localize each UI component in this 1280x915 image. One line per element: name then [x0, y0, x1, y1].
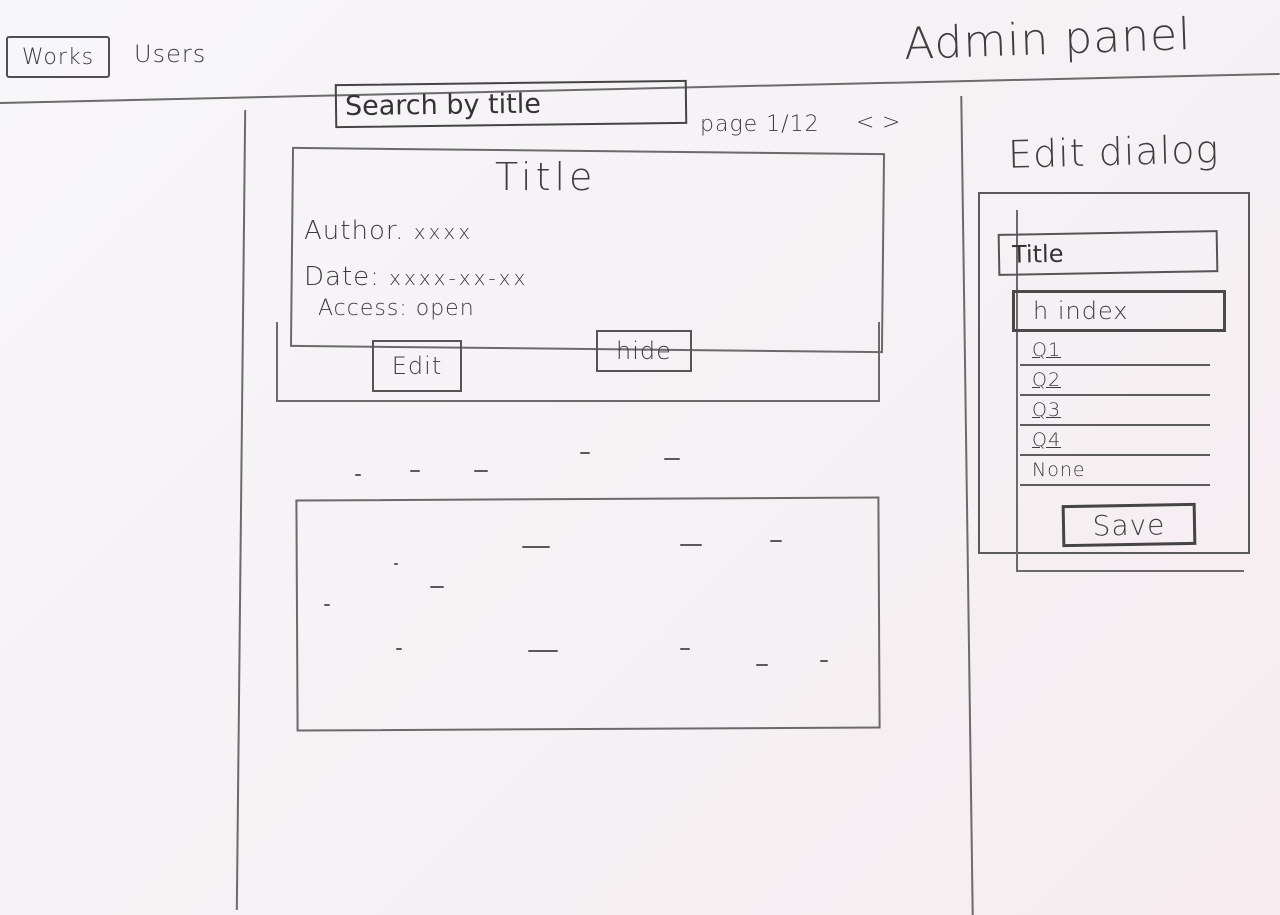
nav-tab-works[interactable]: Works — [6, 36, 110, 78]
work-card-title: Title — [495, 155, 597, 199]
hide-button[interactable]: hide — [596, 330, 692, 372]
option-q3[interactable]: Q3 — [1020, 396, 1210, 426]
pagination-next-button[interactable]: > — [882, 110, 902, 135]
search-input[interactable] — [334, 79, 688, 129]
edit-dialog-shadow — [1016, 210, 1244, 572]
sketch-dash — [410, 470, 420, 472]
sketch-dash — [324, 604, 330, 606]
app-title: Admin panel — [903, 9, 1193, 70]
sketch-dash — [396, 648, 402, 650]
sketch-dash — [430, 586, 444, 588]
right-column-divider — [960, 96, 974, 915]
access-label: Access: — [318, 296, 408, 321]
h-index-select[interactable]: h index — [1012, 290, 1226, 332]
dialog-title-input[interactable] — [997, 230, 1219, 276]
sketch-dash — [580, 452, 590, 454]
author-label: Author. — [304, 216, 405, 246]
sketch-dash — [770, 540, 782, 542]
pagination-label: page 1/12 — [700, 112, 820, 137]
option-none[interactable]: None — [1020, 456, 1210, 486]
date-label: Date: — [304, 262, 380, 292]
pagination-prev-button[interactable]: < — [856, 110, 876, 135]
work-card-placeholder — [295, 496, 881, 732]
edit-button[interactable]: Edit — [372, 340, 462, 392]
sketch-dash — [820, 660, 828, 662]
sketch-dash — [528, 650, 558, 652]
card-corner-mark — [276, 346, 278, 400]
edit-dialog — [978, 192, 1250, 554]
date-value: xxxx-xx-xx — [389, 266, 529, 290]
sketch-dash — [756, 664, 768, 666]
access-field: Access: open — [318, 296, 475, 321]
sketch-dash — [680, 648, 690, 650]
author-field: Author. xxxx — [304, 216, 473, 246]
sketch-dash — [664, 458, 680, 460]
sketch-dash — [680, 544, 702, 546]
h-index-options: Q1 Q2 Q3 Q4 None — [1020, 336, 1210, 486]
access-value: open — [415, 296, 475, 321]
sketch-dash — [522, 546, 550, 548]
sketch-dash — [355, 474, 361, 476]
sketch-dash — [394, 563, 398, 565]
left-column-divider — [235, 110, 247, 910]
author-value: xxxx — [413, 220, 474, 244]
option-q2[interactable]: Q2 — [1020, 366, 1210, 396]
option-q1[interactable]: Q1 — [1020, 336, 1210, 366]
sketch-dash — [474, 470, 488, 472]
nav-tab-users[interactable]: Users — [134, 40, 207, 68]
date-field: Date: xxxx-xx-xx — [304, 262, 528, 292]
option-q4[interactable]: Q4 — [1020, 426, 1210, 456]
edit-dialog-heading: Edit dialog — [1007, 127, 1220, 177]
save-button[interactable]: Save — [1061, 502, 1197, 548]
